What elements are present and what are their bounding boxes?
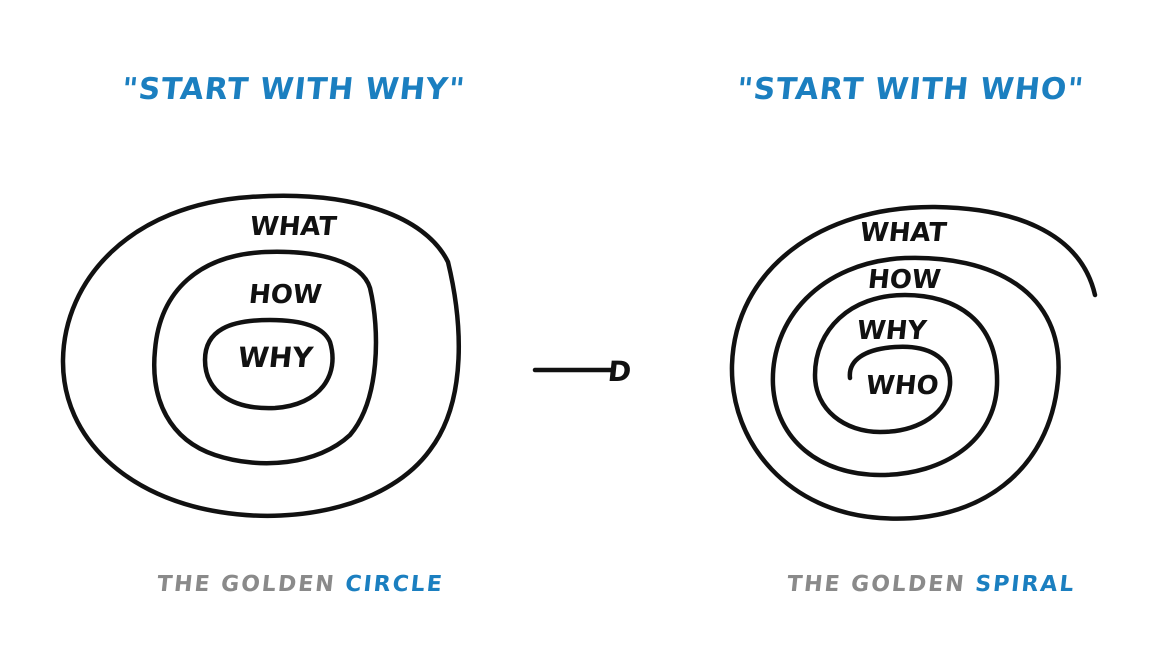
ring-label-how-left: HOW xyxy=(247,280,324,310)
right-caption-highlight: SPIRAL xyxy=(973,572,1077,597)
right-caption: THE GOLDEN SPIRAL xyxy=(786,572,1077,597)
left-caption-prefix: THE GOLDEN xyxy=(155,572,337,597)
ring-label-what-left: WHAT xyxy=(248,212,338,242)
outer-ring xyxy=(60,193,461,519)
ring-label-who-right: WHO xyxy=(864,371,941,401)
spiral-line xyxy=(729,204,1098,521)
ring-label-why-right: WHY xyxy=(855,316,928,346)
right-caption-prefix: THE GOLDEN xyxy=(785,572,967,597)
left-caption-highlight: CIRCLE xyxy=(343,572,446,597)
golden-circle xyxy=(60,193,461,519)
arrow-head: D xyxy=(606,355,633,388)
left-caption: THE GOLDEN CIRCLE xyxy=(156,572,445,597)
ring-label-how-right: HOW xyxy=(866,265,943,295)
ring-label-why-left: WHY xyxy=(236,341,315,374)
ring-label-what-right: WHAT xyxy=(858,218,948,248)
inner-ring xyxy=(202,317,335,411)
golden-spiral xyxy=(729,204,1098,521)
middle-ring xyxy=(152,249,379,466)
